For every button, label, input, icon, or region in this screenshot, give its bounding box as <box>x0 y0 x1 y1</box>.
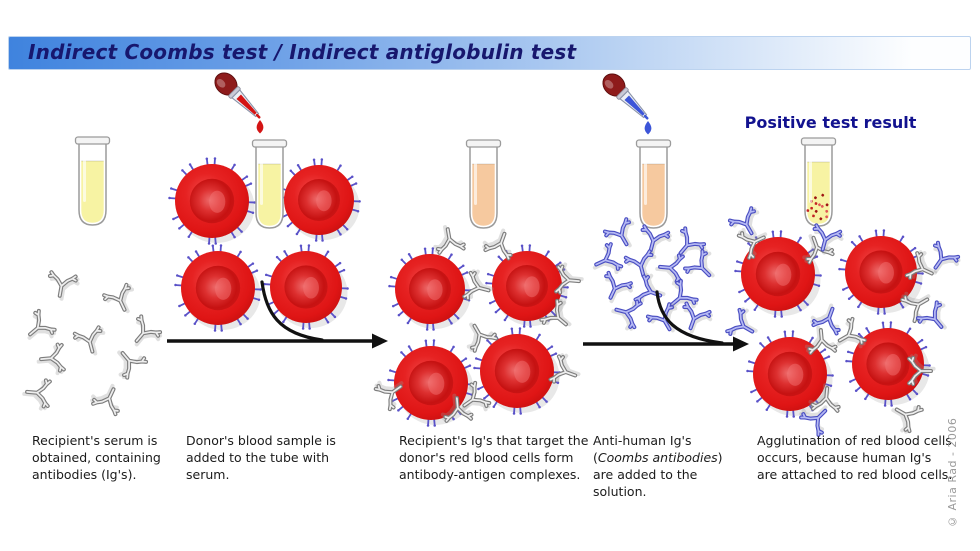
positive-result-label: Positive test result <box>744 113 917 132</box>
antibody-gray-icon <box>736 227 768 260</box>
liquid-drop-icon <box>644 121 652 135</box>
caption-text: Anti-human Ig's ( <box>593 433 692 465</box>
antibody-gray-icon <box>117 350 149 380</box>
antibody-gray-icon <box>102 282 135 314</box>
antibody-blue-icon <box>810 303 841 336</box>
antibody-blue-icon <box>682 301 713 334</box>
antibody-blue-icon <box>933 240 961 274</box>
liquid-drop-icon <box>256 120 264 134</box>
caption-step-2: Donor's blood sample is added to the tub… <box>186 432 356 483</box>
step-arrow-icon <box>583 336 749 352</box>
antibody-gray-icon <box>36 342 66 376</box>
pour-curve-icon <box>655 290 724 345</box>
antibody-blue-icon <box>678 226 707 259</box>
antibody-blue-icon <box>640 224 672 256</box>
antibody-gray-icon <box>904 250 938 280</box>
test-tube-icon <box>635 139 672 229</box>
caption-step-3: Recipient's Ig's that target the donor's… <box>399 432 597 483</box>
antibody-gray-icon <box>836 316 867 349</box>
antibody-blue-icon <box>683 249 715 278</box>
antibody-blue-icon <box>645 302 678 333</box>
test-tube-icon <box>465 139 502 229</box>
antibody-gray-icon <box>907 353 936 387</box>
antibody-gray-icon <box>554 262 584 295</box>
antibody-gray-icon <box>27 308 57 340</box>
antibody-gray-icon <box>548 353 581 384</box>
red-blood-cell-icon <box>746 330 834 418</box>
antibody-gray-icon <box>466 322 499 353</box>
antibody-gray-icon <box>461 380 492 412</box>
red-blood-cell-icon <box>473 327 561 415</box>
copyright-label: © Aria Rad - 2006 <box>946 417 959 528</box>
red-blood-cell-icon <box>838 229 924 315</box>
antibody-gray-icon <box>891 405 924 434</box>
antibody-blue-icon <box>799 405 828 437</box>
caption-step-5: Agglutination of red blood cells occurs,… <box>757 432 955 483</box>
antibody-gray-icon <box>482 228 513 261</box>
antibody-gray-icon <box>22 378 52 411</box>
red-blood-cell-icon <box>174 244 262 332</box>
caption-text: Recipient's Ig's that target the donor's… <box>399 433 589 482</box>
antibody-blue-icon <box>623 249 657 280</box>
antibody-gray-icon <box>462 269 494 301</box>
test-tube-icon <box>800 137 837 227</box>
antibody-blue-icon <box>604 270 634 304</box>
copyright-text: © Aria Rad - 2006 <box>946 386 962 528</box>
antibody-gray-icon <box>373 380 404 412</box>
red-blood-cell-icon <box>485 244 569 328</box>
red-blood-cell-icon <box>168 157 256 245</box>
antibody-gray-icon <box>440 393 474 423</box>
antibody-gray-icon <box>134 314 163 347</box>
caption-italic-text: Coombs antibodies <box>597 450 718 465</box>
test-tube-icon <box>251 139 288 229</box>
caption-text: ) are added to the solution. <box>593 450 723 499</box>
dropper-icon <box>214 72 261 119</box>
antibody-gray-icon <box>539 298 572 327</box>
caption-step-1: Recipient's serum is obtained, containin… <box>32 432 172 483</box>
red-blood-cell-icon <box>263 244 349 330</box>
antibody-blue-icon <box>725 307 758 336</box>
antibody-gray-icon <box>433 225 466 255</box>
antibody-gray-icon <box>47 270 80 301</box>
dropper-icon <box>602 73 649 120</box>
test-tube-icon <box>74 136 111 226</box>
red-blood-cell-icon <box>734 230 822 318</box>
page-title: Indirect Coombs test / Indirect antiglob… <box>28 40 577 64</box>
step-arrow-icon <box>167 333 388 349</box>
red-blood-cell-icon <box>277 158 361 242</box>
antibody-blue-icon <box>812 223 844 255</box>
antibody-blue-icon <box>727 206 760 237</box>
antibody-gray-icon <box>808 383 841 413</box>
antibody-blue-icon <box>669 278 699 310</box>
antibody-gray-icon <box>90 383 120 417</box>
antibody-blue-icon <box>633 273 666 304</box>
caption-text: Recipient's serum is obtained, containin… <box>32 433 161 482</box>
red-blood-cell-icon <box>388 247 472 331</box>
title-bar: Indirect Coombs test / Indirect antiglob… <box>8 36 971 70</box>
antibody-blue-icon <box>602 217 635 248</box>
antibody-gray-icon <box>802 234 835 265</box>
antibody-blue-icon <box>592 242 624 275</box>
caption-text: Agglutination of red blood cells occurs,… <box>757 433 953 482</box>
caption-text: Donor's blood sample is added to the tub… <box>186 433 336 482</box>
pour-curve-icon <box>260 280 324 342</box>
caption-step-4: Anti-human Ig's (Coombs antibodies) are … <box>593 432 745 500</box>
antibody-blue-icon <box>655 253 685 286</box>
antibody-blue-icon <box>915 300 947 330</box>
antibody-blue-icon <box>611 299 643 331</box>
antibody-gray-icon <box>72 325 106 356</box>
antibody-gray-icon <box>804 325 838 355</box>
